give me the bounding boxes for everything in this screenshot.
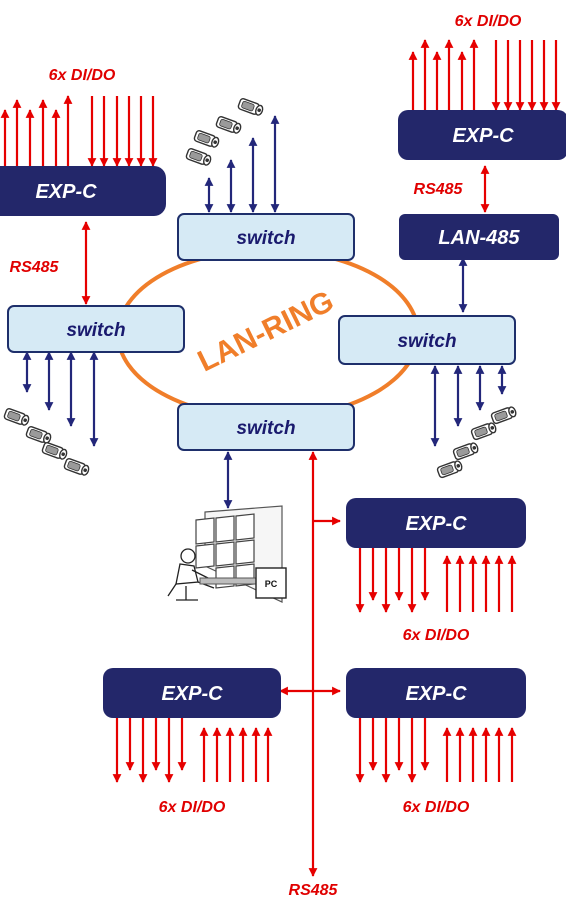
dido-label-bottom-left: 6x DI/DO (159, 799, 226, 816)
rs485-links (81, 165, 490, 877)
camera-icon (62, 457, 91, 478)
monitoring-station: PC (167, 505, 287, 603)
exp-c-box-mid-right: EXP-C (346, 498, 526, 548)
dido-arrows-top-right (408, 39, 561, 111)
camera-icon (40, 441, 69, 462)
lan-485-label: LAN-485 (438, 227, 520, 249)
switch-top: switch (177, 213, 355, 261)
dido-label-bottom-right: 6x DI/DO (403, 799, 470, 816)
exp-c-box-top-right: EXP-C (398, 110, 566, 160)
camera-icon (2, 407, 31, 428)
camera-icon (469, 420, 498, 441)
switch-label: switch (236, 418, 295, 439)
switch-label: switch (236, 228, 295, 249)
rs485-label-left: RS485 (10, 259, 60, 276)
lan-ring-label: LAN-RING (193, 284, 339, 378)
exp-c-label: EXP-C (405, 513, 467, 535)
camera-icon (214, 115, 243, 136)
video-wall-screens (195, 513, 255, 589)
dido-arrows-bottom-left (112, 718, 273, 783)
camera-group-left (2, 407, 91, 478)
exp-c-box-bottom-right: EXP-C (346, 668, 526, 718)
exp-c-label: EXP-C (35, 181, 97, 203)
exp-c-label: EXP-C (161, 683, 223, 705)
dido-arrows-top-left (0, 95, 158, 167)
dido-arrows-mid-right (355, 548, 517, 613)
pc-label: PC (265, 579, 278, 589)
dido-label-top-left: 6x DI/DO (49, 67, 116, 84)
network-arrows (22, 115, 507, 509)
dido-label-mid-right: 6x DI/DO (403, 627, 470, 644)
switch-label: switch (397, 331, 456, 352)
switch-bottom: switch (177, 403, 355, 451)
camera-icon (24, 425, 53, 446)
exp-c-box-bottom-left: EXP-C (103, 668, 281, 718)
camera-icon (451, 440, 480, 461)
camera-icon (236, 97, 265, 118)
lan-485-box: LAN-485 (399, 214, 559, 260)
dido-arrows-bottom-right (355, 718, 517, 783)
camera-icon (435, 458, 464, 479)
rs485-label-right: RS485 (414, 181, 464, 198)
rs485-label-bottom: RS485 (289, 882, 339, 899)
switch-label: switch (66, 320, 125, 341)
exp-c-box-top-left: EXP-C (0, 166, 166, 216)
dido-label-top-right: 6x DI/DO (455, 13, 522, 30)
exp-c-label: EXP-C (405, 683, 467, 705)
exp-c-label: EXP-C (452, 125, 514, 147)
switch-right: switch (338, 315, 516, 365)
camera-group-right (435, 404, 518, 479)
operator-icon (167, 548, 215, 601)
camera-icon (192, 129, 221, 150)
desk (199, 577, 261, 585)
camera-icon (489, 404, 518, 425)
pc-box (255, 567, 287, 599)
switch-left: switch (7, 305, 185, 353)
camera-icon (184, 147, 213, 168)
